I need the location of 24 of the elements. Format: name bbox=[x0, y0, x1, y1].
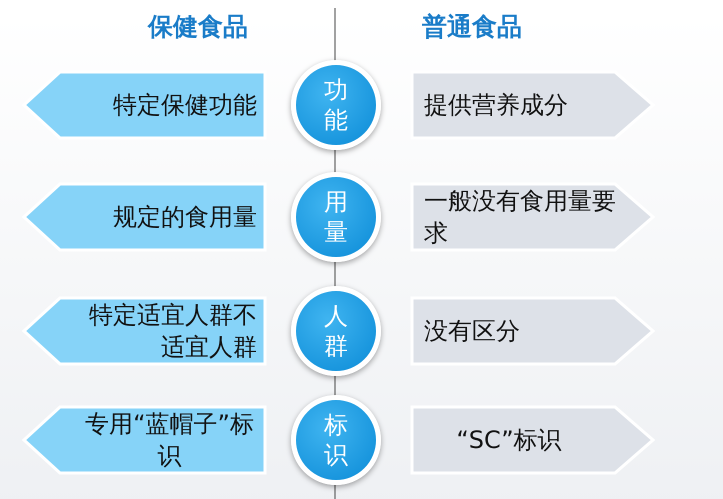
arrow-box bbox=[410, 405, 655, 475]
arrow-box bbox=[22, 405, 267, 475]
badge-text: 标识 bbox=[323, 410, 349, 470]
circle-badge bbox=[291, 286, 381, 376]
arrow-box bbox=[410, 296, 655, 366]
circle-badge bbox=[291, 60, 381, 150]
box-text: 提供营养成分 bbox=[424, 90, 569, 121]
box-text: 规定的食用量 bbox=[112, 202, 257, 233]
column-heading: 普通食品 bbox=[422, 11, 522, 43]
badge-text: 功能 bbox=[323, 75, 349, 135]
box-text: 专用“蓝帽子”标识 bbox=[84, 409, 255, 472]
badge-text: 人群 bbox=[323, 301, 349, 361]
arrow-box bbox=[22, 182, 267, 252]
column-heading: 保健食品 bbox=[148, 11, 248, 43]
arrow-box bbox=[410, 182, 655, 252]
box-text: 没有区分 bbox=[424, 316, 521, 347]
box-text: 特定适宜人群不适宜人群 bbox=[88, 300, 257, 363]
badge-text: 用量 bbox=[323, 187, 349, 247]
box-text: 特定保健功能 bbox=[112, 90, 257, 121]
box-text: “SC”标识 bbox=[455, 425, 563, 456]
circle-badge bbox=[291, 395, 381, 485]
circle-badge bbox=[291, 172, 381, 262]
arrow-box bbox=[22, 296, 267, 366]
box-text: 一般没有食用量要求 bbox=[424, 186, 617, 249]
